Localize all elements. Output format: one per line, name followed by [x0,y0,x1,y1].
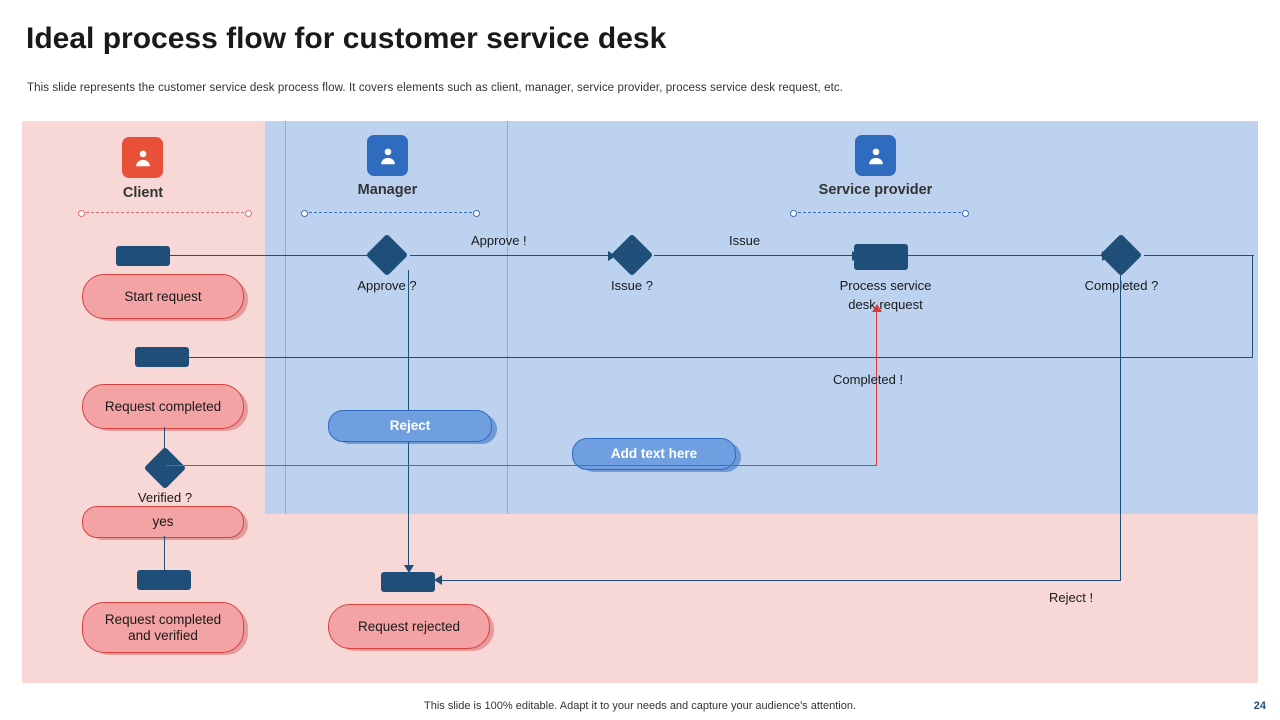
arrowhead-request-rejected-in [434,575,442,585]
edge-label-approve: Approve ! [471,233,527,248]
lane-separator-left [285,121,287,514]
edge-label-reject: Reject ! [1049,590,1094,605]
node-add-text-here[interactable]: Add text here [572,438,736,470]
node-request-rejected[interactable]: Request rejected [328,604,490,649]
page-number: 24 [1253,700,1266,712]
lane-divider-service-provider [790,210,969,217]
label-approve-question: Approve ? [357,278,417,293]
arrowhead-process-red-in [872,304,882,312]
label-final-line2: and verified [128,627,198,643]
node-yes[interactable]: yes [82,506,244,538]
lane-title-service-provider: Service provider [818,182,933,198]
edge-yes-to-final [164,536,166,571]
page-subtitle: This slide represents the customer servi… [27,82,844,94]
edge-completed-down [1252,255,1254,358]
node-request-rejected-bar [381,572,435,592]
node-start-request-bar [116,246,170,266]
user-badge-icon [855,135,896,176]
edge-completed-back-left [172,357,1253,359]
edge-reject-left [438,580,1121,582]
edge-completed-red-horizontal [166,465,877,467]
label-process-request-line1: Process service [839,278,932,293]
lane-separator-mid [507,121,509,514]
user-badge-icon [122,137,163,178]
node-request-completed-verified-bar [137,570,191,590]
edge-issue-to-process [654,255,854,257]
edge-completed-right [1144,255,1254,257]
lane-band-pink-bottom [265,514,1258,683]
edge-completed-to-verified [164,427,166,463]
lane-title-manager: Manager [357,182,418,198]
footer-note: This slide is 100% editable. Adapt it to… [424,700,856,712]
edge-approve-to-issue [410,255,610,257]
page-title: Ideal process flow for customer service … [26,22,667,55]
edge-completed-red-vertical [876,311,878,466]
node-request-completed[interactable]: Request completed [82,384,244,429]
label-issue-question: Issue ? [611,278,653,293]
arrowhead-request-rejected-bar-in [404,565,414,573]
node-start-request[interactable]: Start request [82,274,244,319]
process-flow-diagram: Client Manager Service provider Start re… [22,121,1258,683]
edge-start-to-approve [170,255,373,257]
lane-divider-manager [301,210,480,217]
label-verified-question: Verified ? [137,490,193,505]
edge-label-issue: Issue [729,233,761,248]
node-request-completed-bar [135,347,189,367]
edge-process-to-completed [908,255,1104,257]
label-completed-question: Completed ? [1084,278,1159,293]
label-final-line1: Request completed [104,611,222,627]
lane-divider-client [78,210,252,217]
edge-label-completed: Completed ! [833,372,904,387]
label-process-request-line2: desk request [848,297,923,312]
edge-reject-down [1120,270,1122,581]
node-reject[interactable]: Reject [328,410,492,442]
user-badge-icon [367,135,408,176]
node-process-request-bar[interactable] [854,244,908,270]
lane-band-blue [265,121,1258,514]
node-request-completed-verified[interactable]: Request completed and verified [82,602,244,653]
lane-title-client: Client [122,185,164,201]
